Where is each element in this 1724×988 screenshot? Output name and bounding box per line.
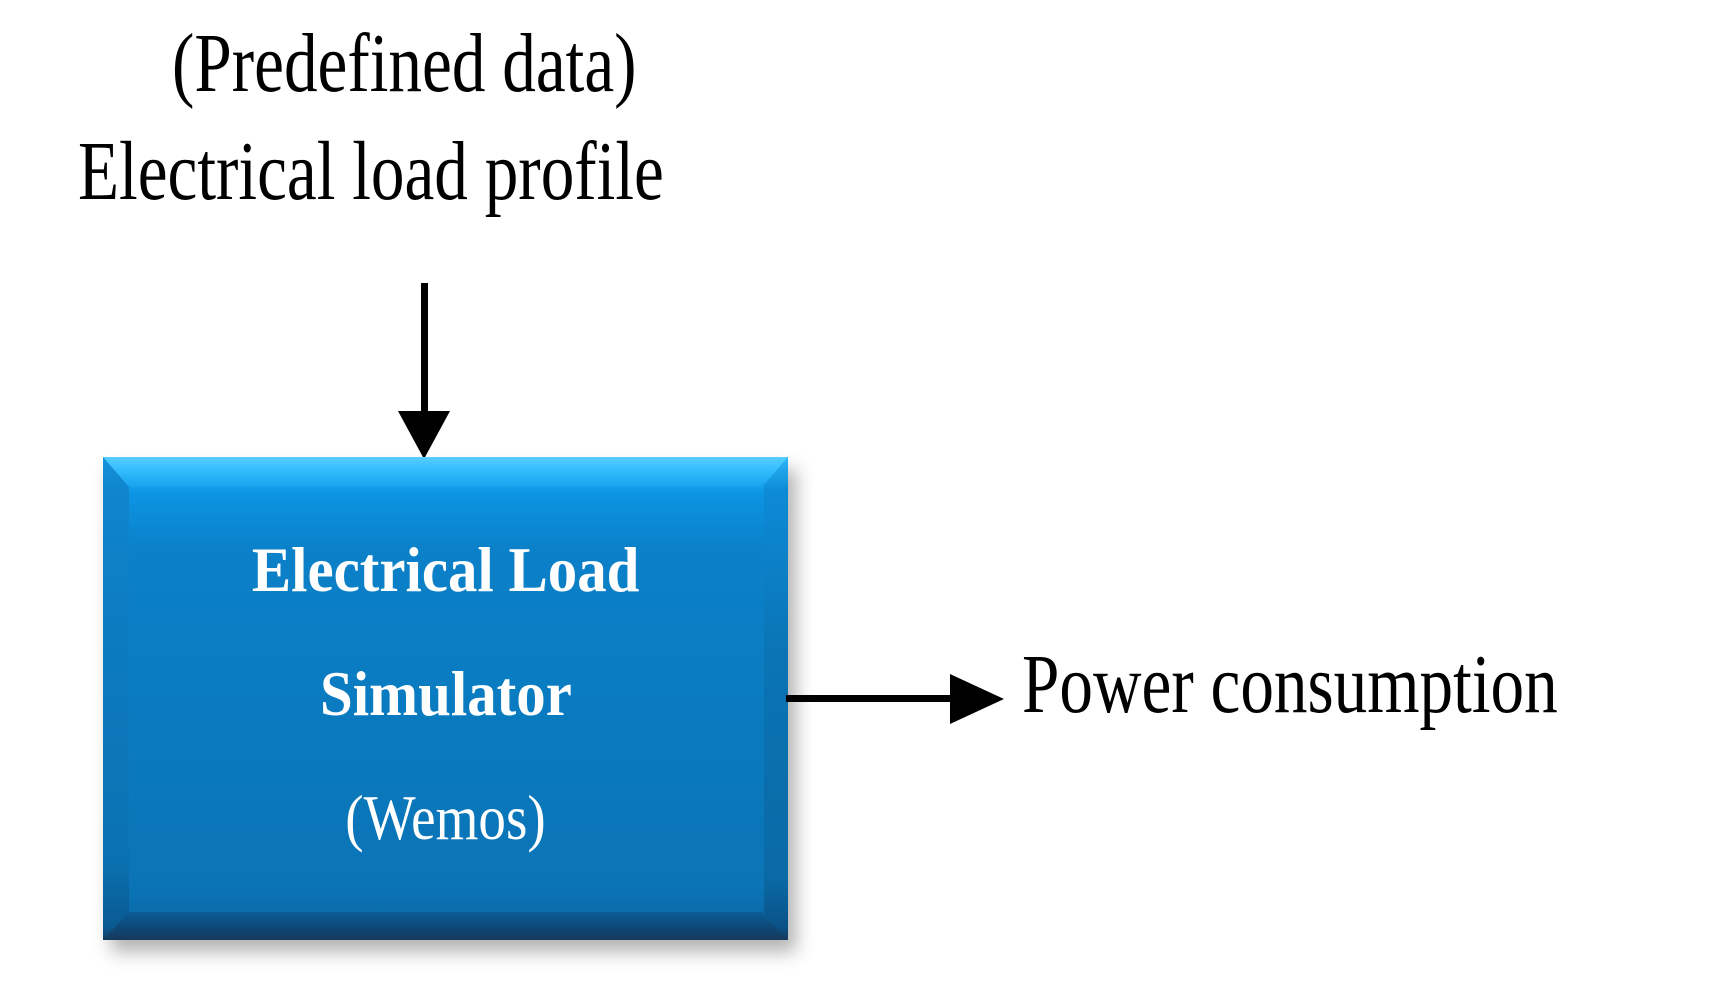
block-title-line2: Simulator (319, 657, 572, 729)
block-subtitle: (Wemos) (345, 781, 546, 853)
output-signal-label: Power consumption (1022, 638, 1558, 731)
block-title-line1: Electrical Load (251, 533, 640, 605)
block-bevel-left (103, 457, 129, 940)
output-arrow-right-svg (786, 674, 1004, 724)
input-arrow-down-svg (398, 283, 450, 459)
electrical-load-simulator-block: Electrical Load Simulator (Wemos) (103, 457, 796, 952)
block-bevel-right (764, 457, 788, 940)
block-bevel-bottom (103, 912, 788, 940)
output-arrow-right-icon (786, 668, 1008, 730)
block-face (103, 457, 788, 940)
input-signal-label: Electrical load profile (78, 125, 664, 218)
block-bevel-top (103, 457, 788, 487)
input-note-label: (Predefined data) (172, 17, 637, 110)
input-arrow-down-icon (396, 283, 452, 461)
block-text-group: Electrical Load Simulator (Wemos) (103, 457, 788, 940)
